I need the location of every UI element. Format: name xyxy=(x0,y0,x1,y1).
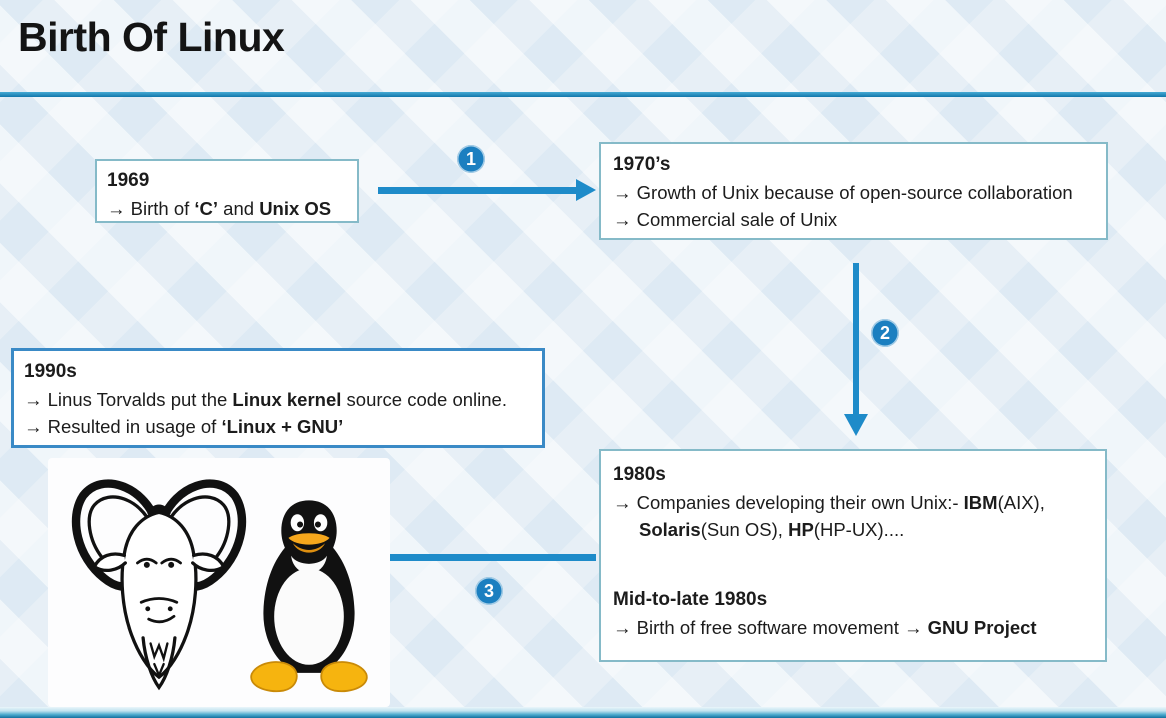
era-heading: 1969 xyxy=(107,170,150,191)
era-box-1969: 1969 → Birth of ‘C’ and Unix OS xyxy=(95,159,359,223)
era-heading: 1990s xyxy=(24,361,77,382)
spacer xyxy=(613,544,1093,586)
flow-arrow-2-head-icon xyxy=(844,414,868,436)
gnu-mascot xyxy=(71,479,247,691)
step-badge-2: 2 xyxy=(871,319,899,347)
arrow-bullet-icon: → xyxy=(613,209,637,231)
timeline-item: → Linus Torvalds put the Linux kernel so… xyxy=(24,388,507,410)
timeline-item: → Companies developing their own Unix:- … xyxy=(613,491,1045,541)
era-heading: 1980s xyxy=(613,464,666,485)
arrow-bullet-icon: → xyxy=(613,616,637,638)
page-title: Birth Of Linux xyxy=(18,14,285,60)
arrow-bullet-icon: → xyxy=(613,491,637,513)
era-box-1970s: 1970’s → Growth of Unix because of open-s… xyxy=(599,142,1108,240)
arrow-bullet-icon: → xyxy=(24,416,48,438)
bottom-bar xyxy=(0,707,1166,718)
era-heading: 1970’s xyxy=(613,154,671,175)
flow-arrow-1-head-icon xyxy=(576,179,596,201)
timeline-item: → Birth of ‘C’ and Unix OS xyxy=(107,197,332,219)
timeline-item: → Resulted in usage of ‘Linux + GNU’ xyxy=(24,416,344,438)
era-box-1990s: 1990s → Linus Torvalds put the Linux kern… xyxy=(11,348,545,448)
arrow-bullet-icon: → xyxy=(107,197,131,219)
timeline-item: → Growth of Unix because of open-source … xyxy=(613,181,1073,203)
arrow-bullet-icon: → xyxy=(24,388,48,410)
arrow-bullet-icon: → xyxy=(613,181,637,203)
tux-penguin xyxy=(250,500,368,693)
timeline-item: → Birth of free software movement → GNU … xyxy=(613,616,1037,638)
header-rule xyxy=(0,92,1166,97)
step-badge-3: 3 xyxy=(475,577,503,605)
flow-arrow-1 xyxy=(378,187,576,194)
flow-arrow-2 xyxy=(853,263,859,415)
step-badge-1: 1 xyxy=(457,145,485,173)
era-box-1980s: 1980s → Companies developing their own Un… xyxy=(599,449,1107,662)
flow-arrow-3 xyxy=(384,554,596,561)
era-subheading: Mid-to-late 1980s xyxy=(613,589,768,611)
timeline-item: → Commercial sale of Unix xyxy=(613,209,838,231)
